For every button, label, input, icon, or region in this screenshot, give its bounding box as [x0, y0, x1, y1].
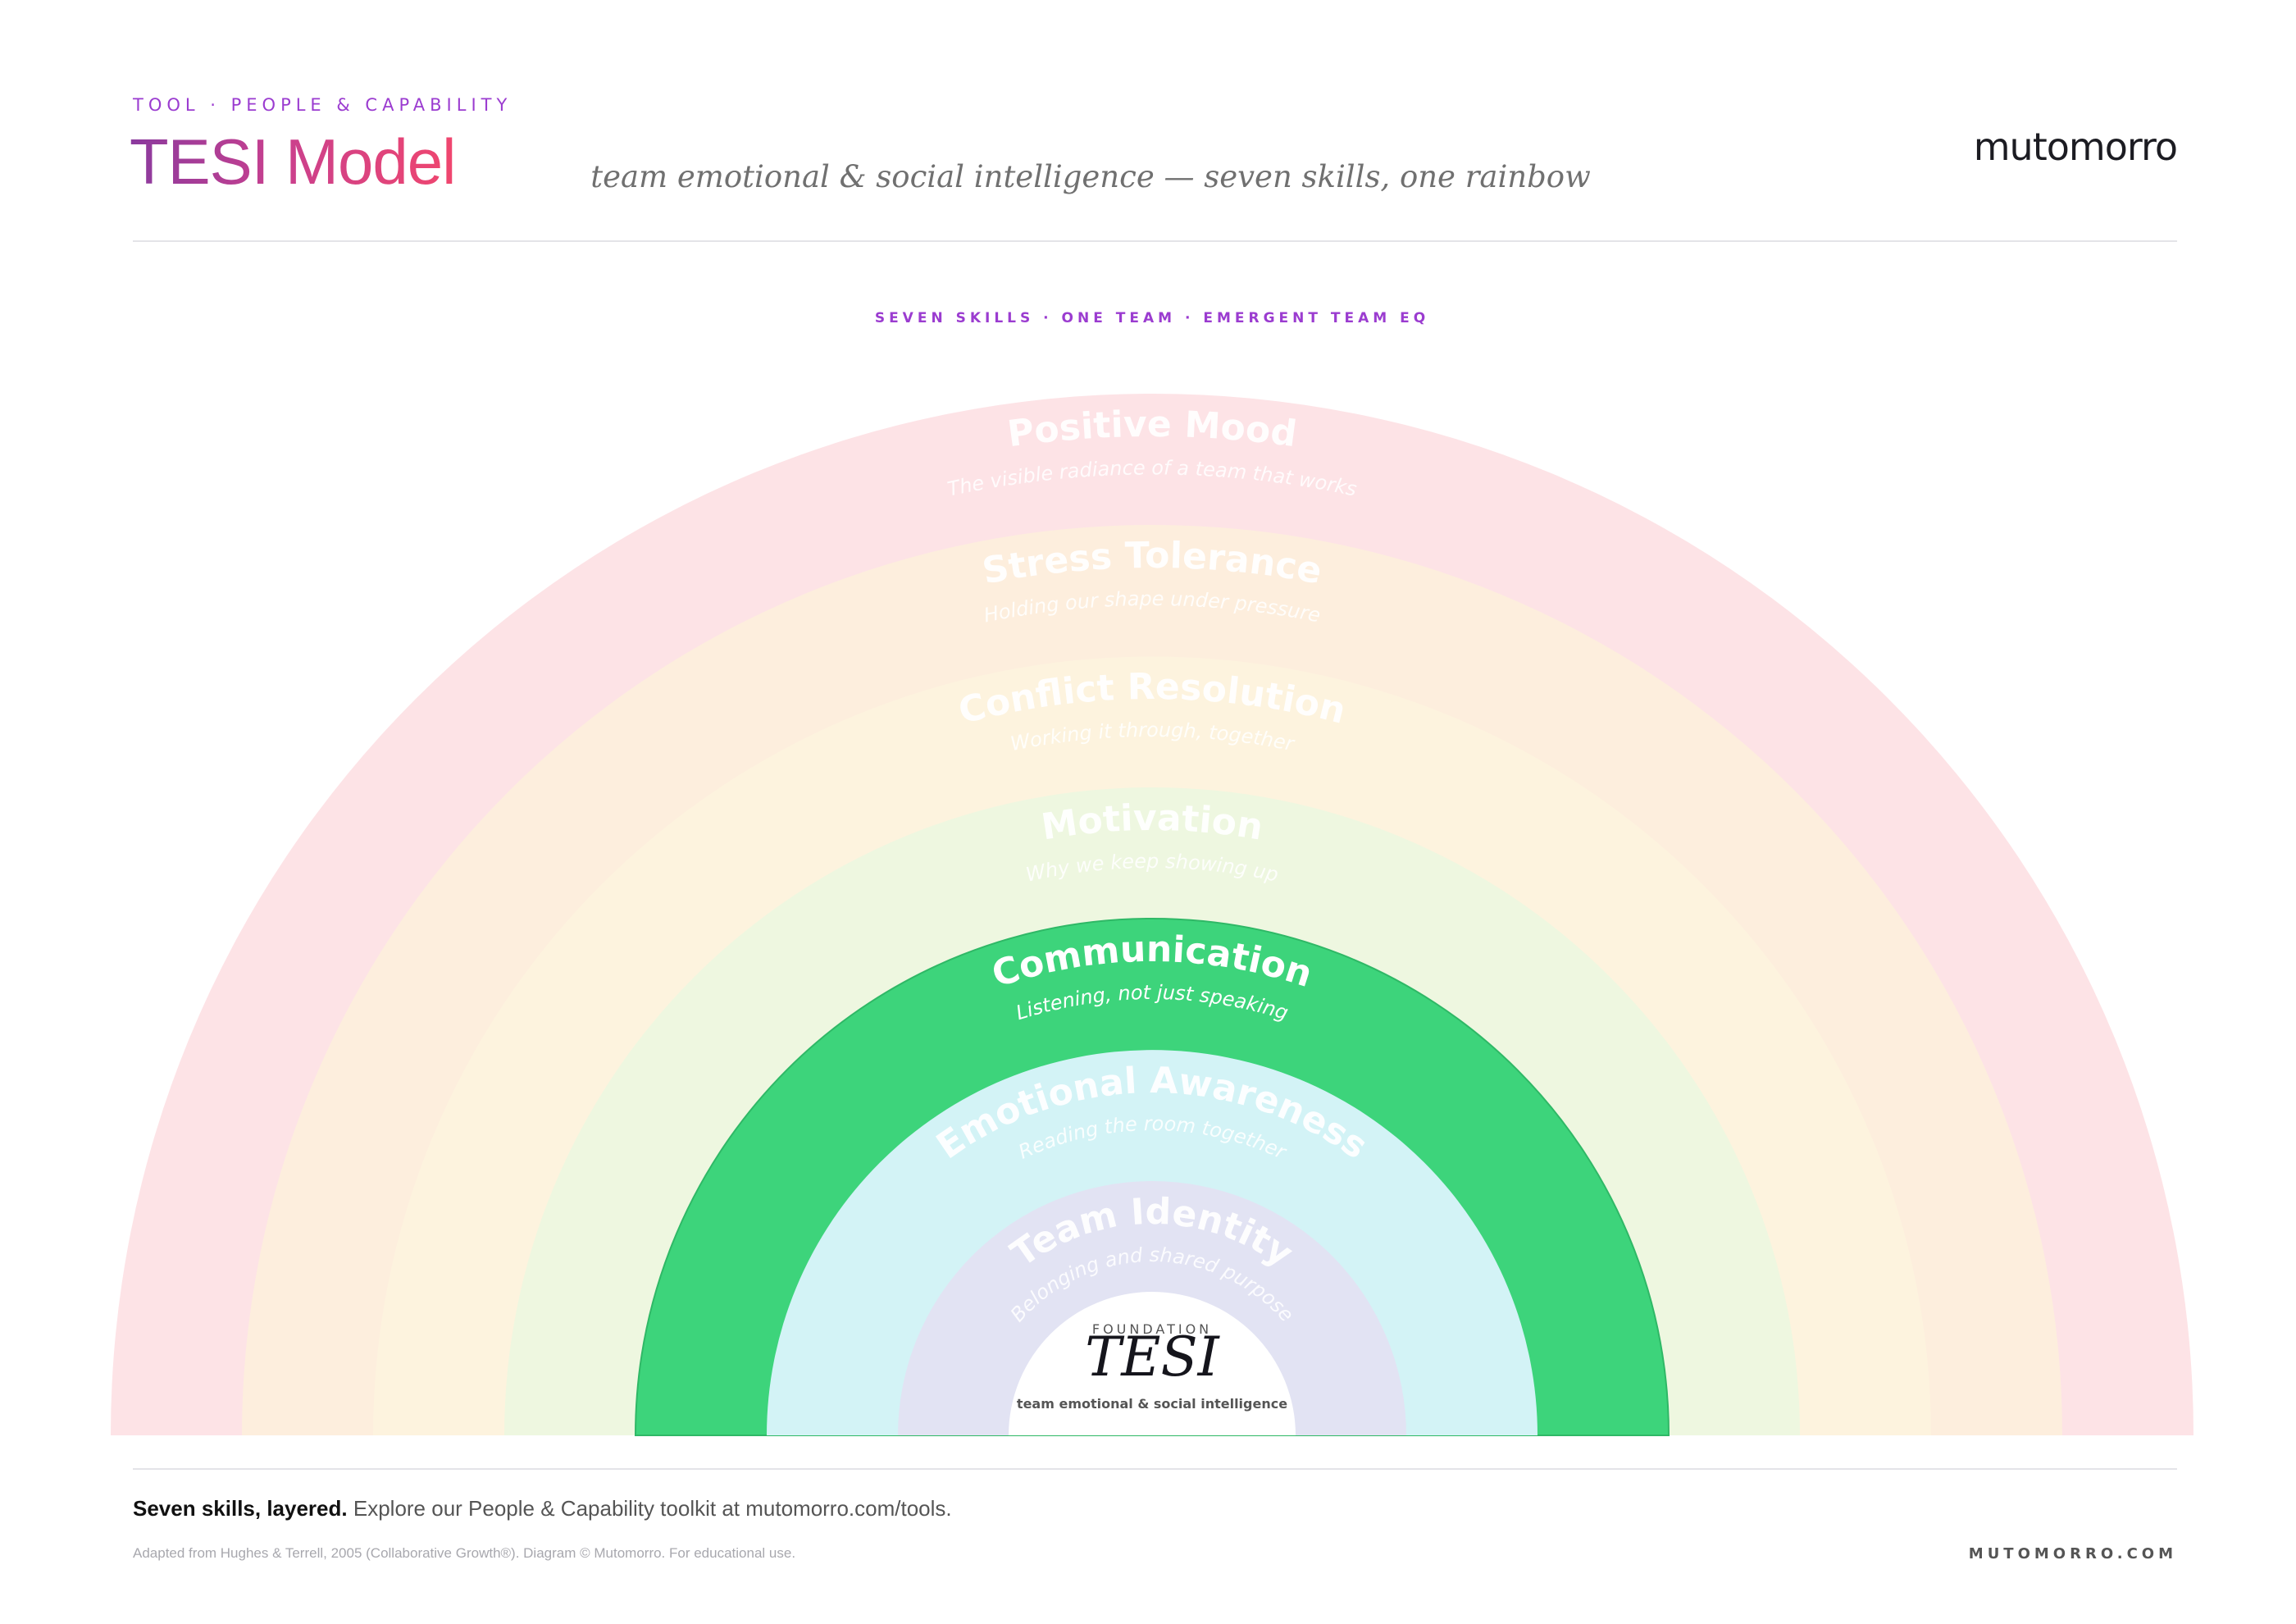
- footer-url-link[interactable]: MUTOMORRO.COM: [1968, 1545, 2177, 1562]
- core-title: TESI: [1085, 1325, 1220, 1389]
- eyebrow: TOOL · PEOPLE & CAPABILITY: [133, 95, 512, 115]
- footer-summary: Seven skills, layered. Explore our Peopl…: [133, 1496, 952, 1521]
- header-divider: [133, 240, 2177, 242]
- footer-lead: Seven skills, layered.: [133, 1496, 348, 1521]
- footer-text: Explore our People & Capability toolkit …: [353, 1496, 952, 1521]
- page-subtitle: team emotional & social intelligence — s…: [590, 159, 1591, 194]
- brand-logo[interactable]: mutomorro: [1973, 125, 2178, 169]
- footer-divider: [133, 1468, 2177, 1470]
- core-label: FOUNDATION: [1092, 1321, 1212, 1337]
- footer-attribution: Adapted from Hughes & Terrell, 2005 (Col…: [133, 1545, 796, 1561]
- core-caption: team emotional & social intelligence: [1017, 1396, 1287, 1412]
- diagram-kicker: SEVEN SKILLS · ONE TEAM · EMERGENT TEAM …: [874, 310, 1430, 326]
- foundation-core: [1009, 1292, 1296, 1435]
- page-title: TESI Model: [130, 125, 456, 198]
